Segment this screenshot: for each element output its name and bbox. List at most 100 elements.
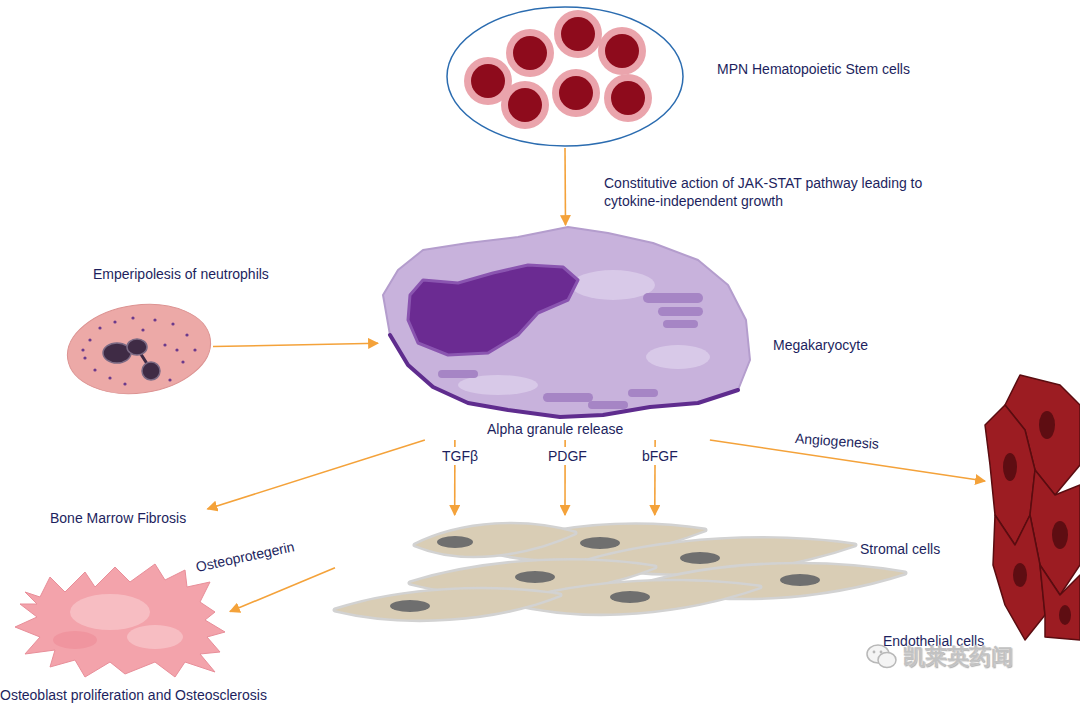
neutrophil-nucleus-part (127, 339, 147, 355)
neutrophil-granules-part (98, 326, 101, 329)
fibrosis-node: Bone Marrow Fibrosis (50, 509, 225, 529)
stromal-cells (335, 515, 905, 627)
megakaryocyte-cell (378, 225, 753, 440)
neutrophil-granules-part (185, 333, 188, 336)
stem-cells-part (513, 36, 547, 70)
edge-label: Osteoprotegerin (194, 537, 296, 575)
neutrophil-nucleus-part (142, 362, 160, 380)
endothelial-nuclei-part (1039, 411, 1055, 439)
endothelial-nuclei-part (1013, 563, 1027, 587)
node-label: Stromal cells (860, 540, 940, 558)
watermark-dot (880, 651, 883, 654)
neutrophil-granules-part (163, 343, 166, 346)
neutrophil-granules-part (153, 318, 156, 321)
stromal-nuclei-part (780, 574, 820, 586)
watermark-text: 凯莱英药闻 (903, 644, 1013, 670)
stem-cell-node: MPN Hematopoietic Stem cells (445, 5, 685, 148)
osteoblast-cell-part (70, 594, 150, 630)
megakaryocyte-node: MegakaryocyteAlpha granule release (378, 225, 753, 440)
stromal-cell-bodies-part (335, 589, 560, 619)
megakaryocyte-granules-part (643, 293, 703, 303)
osteoblast-node: Osteoblast proliferation and Osteosclero… (15, 562, 230, 680)
edge-label: PDGF (546, 447, 589, 465)
megakaryocyte-granules-part (438, 370, 478, 378)
neutrophil-granules-part (113, 320, 116, 323)
neutrophil-granules-part (123, 382, 126, 385)
stromal-nuclei (390, 536, 820, 612)
osteoblast-cell-part (127, 625, 183, 649)
megakaryocyte-granules-part (658, 307, 703, 316)
endothelial-nuclei-part (1003, 453, 1017, 481)
stem-cell-ellipse-part (447, 7, 683, 146)
neutrophil-granules-part (175, 348, 178, 351)
neutrophil-granules-part (131, 316, 134, 319)
megakaryocyte-granules (438, 293, 703, 409)
stem-cells-part (561, 17, 595, 51)
neutrophil-granules (81, 316, 196, 385)
megakaryocyte-cell-part (571, 270, 655, 300)
neutrophil-granules-part (88, 338, 91, 341)
megakaryocyte-granules-part (543, 393, 593, 402)
stromal-nuclei-part (437, 536, 473, 548)
neutrophil-cell (65, 300, 213, 397)
arrow-connector (564, 148, 566, 225)
stem-cells-part (508, 88, 542, 122)
arrow-connector (208, 440, 425, 509)
stromal-nuclei-part (515, 571, 555, 583)
node-label: Emperipolesis of neutrophils (93, 265, 269, 283)
arrow-connector (230, 568, 335, 612)
stem-cells-part (471, 64, 505, 98)
endothelial-cells (985, 375, 1080, 640)
neutrophil-nucleus (103, 339, 160, 380)
neutrophil-granules-part (83, 356, 86, 359)
node-label: Alpha granule release (487, 420, 623, 438)
edge-label: TGFβ (440, 447, 480, 465)
stem-cells-part (552, 69, 600, 117)
neutrophil-cell-part (62, 295, 217, 402)
stem-cells-part (611, 81, 645, 115)
stem-cells-part (506, 29, 554, 77)
osteoblast-cell-part (15, 564, 225, 677)
endothelial-node: Endothelial cells (985, 375, 1080, 640)
stromal-node: Stromal cells (335, 515, 905, 627)
stem-cells-part (604, 74, 652, 122)
stem-cells-part (605, 34, 639, 68)
neutrophil-node: Emperipolesis of neutrophils (65, 300, 213, 397)
node-label: Bone Marrow Fibrosis (50, 509, 186, 527)
stromal-nuclei-part (580, 537, 620, 549)
edge-label: Constitutive action of JAK-STAT pathway … (604, 174, 964, 210)
megakaryocyte-granules-part (588, 401, 628, 409)
stem-cells-part (554, 10, 602, 58)
neutrophil-granules-part (93, 368, 96, 371)
megakaryocyte-cell-part (383, 227, 750, 417)
stromal-cell-bodies (335, 524, 905, 619)
megakaryocyte-granules-part (663, 320, 698, 328)
neutrophil-granules-part (181, 360, 184, 363)
node-label: Megakaryocyte (773, 336, 868, 354)
stromal-nuclei-part (680, 552, 720, 564)
neutrophil-granules-part (108, 376, 111, 379)
edge-label: bFGF (640, 447, 680, 465)
megakaryocyte-cell-part (408, 265, 578, 355)
endothelial-nuclei-part (1052, 521, 1068, 549)
osteoblast-cell (15, 562, 230, 680)
edge-label: Angiogenesis (794, 429, 879, 453)
megakaryocyte-granules-part (628, 389, 658, 397)
endothelial-cell-bodies-part (1040, 565, 1080, 640)
node-label: MPN Hematopoietic Stem cells (717, 60, 910, 78)
endothelial-nuclei (1003, 411, 1071, 625)
node-label: Osteoblast proliferation and Osteosclero… (0, 686, 267, 704)
stromal-nuclei-part (610, 591, 650, 603)
watermark-dot (873, 651, 876, 654)
watermark-icon (866, 643, 898, 671)
stem-cell-ellipse (445, 5, 685, 148)
arrow-connector (213, 343, 378, 346)
endothelial-cell-bodies (985, 375, 1080, 640)
neutrophil-granules-part (168, 378, 171, 381)
osteoblast-cell-part (53, 631, 97, 649)
stromal-cell-bodies-part (415, 524, 575, 556)
neutrophil-granules-part (81, 348, 84, 351)
watermark-bubble (878, 653, 896, 668)
endothelial-cell-bodies-part (993, 515, 1045, 640)
